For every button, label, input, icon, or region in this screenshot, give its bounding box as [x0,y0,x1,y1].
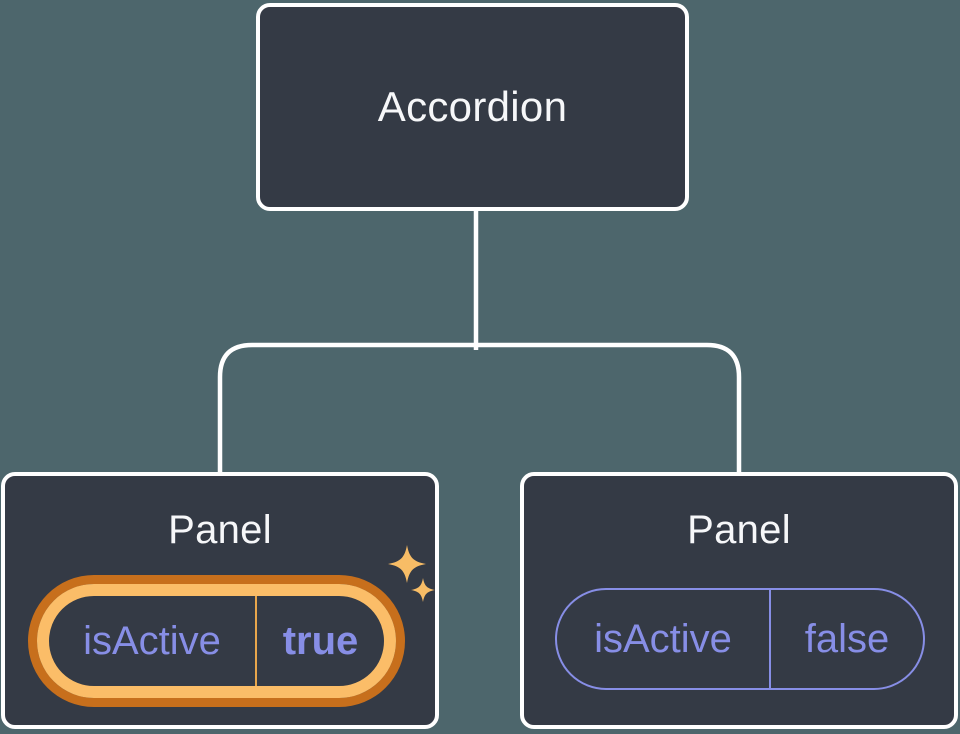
state-key: isActive [83,618,221,663]
state-value: true [282,618,359,663]
connector-branch [217,342,742,472]
state-pill-active: isActive true [37,584,396,698]
node-accordion: Accordion [256,3,689,211]
node-panel-active: Panel isActive true [1,472,439,729]
pill-divider [255,596,257,686]
state-pill-inactive: isActive false [555,588,925,690]
sparkle-icon-small [411,578,435,602]
panel-label: Panel [687,508,791,552]
state-key: isActive [594,616,732,661]
pill-divider [769,590,771,688]
sparkle-icon [388,545,426,583]
node-panel-inactive: Panel isActive false [520,472,958,729]
state-value: false [804,616,890,661]
accordion-label: Accordion [377,83,568,130]
panel-label: Panel [168,508,272,552]
